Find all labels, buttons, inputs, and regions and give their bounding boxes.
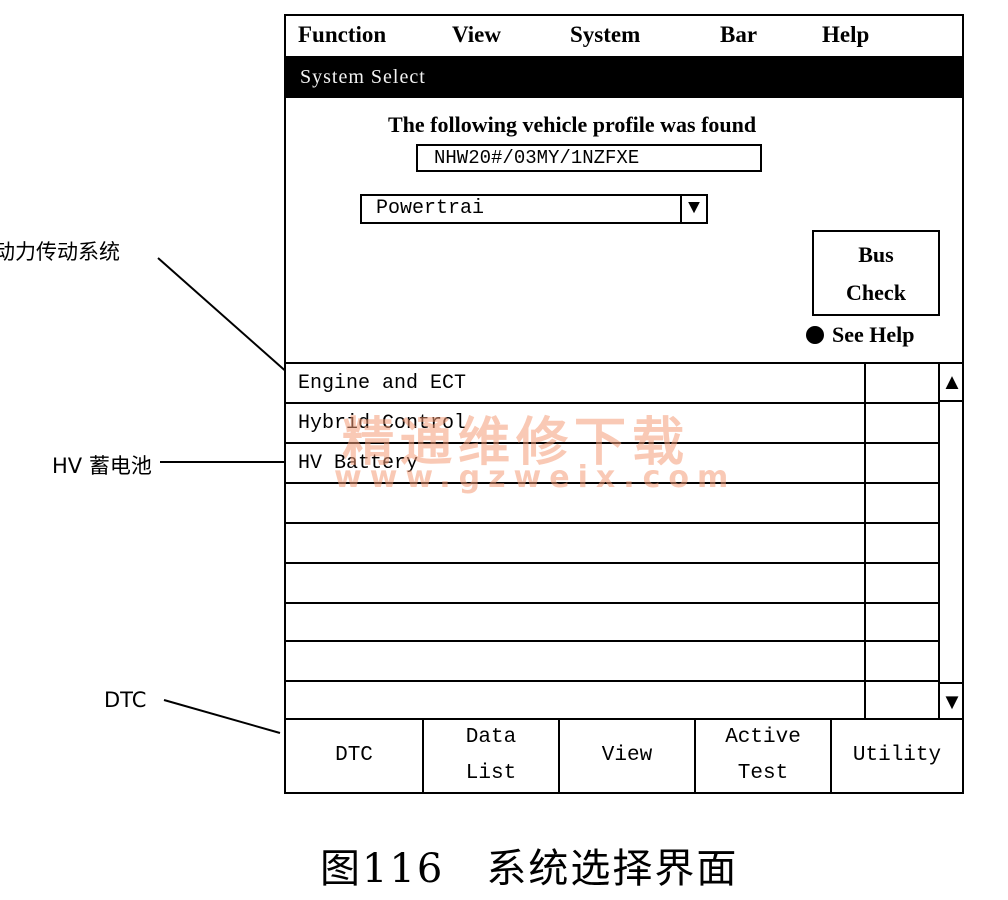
cell-divider: [866, 640, 938, 642]
profile-message: The following vehicle profile was found: [388, 112, 757, 137]
bullet-icon: [806, 326, 824, 344]
menu-bar-item[interactable]: Bar: [720, 22, 758, 47]
menu-system[interactable]: System: [570, 22, 641, 47]
data-list-label-2: List: [465, 762, 517, 785]
row-divider: [286, 562, 864, 564]
function-button-bar: DTC Data List View Active Test Utility: [286, 718, 962, 792]
cell-divider: [866, 402, 938, 404]
leader-dtc: [163, 699, 281, 734]
scroll-down-icon[interactable]: ▼: [940, 682, 964, 718]
dtc-button-label: DTC: [335, 744, 373, 767]
row-divider: [286, 402, 864, 404]
utility-button[interactable]: Utility: [832, 720, 962, 792]
watermark-text: 精通维修下载: [342, 413, 691, 473]
row-divider: [286, 640, 864, 642]
dropdown-selected-value: Powertrai: [376, 197, 485, 220]
scrollbar-divider: [938, 364, 940, 718]
bus-check-button[interactable]: Bus Check: [812, 230, 940, 316]
figure-caption: 图116 系统选择界面: [320, 846, 739, 892]
cell-divider: [866, 442, 938, 444]
see-help-label: See Help: [832, 322, 915, 347]
list-item-engine-ect[interactable]: Engine and ECT: [298, 372, 467, 395]
annotation-powertrain: 动力传动系统: [0, 240, 120, 264]
leader-powertrain: [157, 257, 299, 383]
menu-help[interactable]: Help: [822, 22, 870, 47]
column-divider: [864, 364, 866, 718]
annotation-hv-battery: HV 蓄电池: [52, 454, 152, 478]
row-divider: [286, 602, 864, 604]
window-title-bar: System Select: [286, 56, 962, 98]
active-test-label-1: Active: [725, 726, 801, 749]
view-button[interactable]: View: [560, 720, 696, 792]
utility-button-label: Utility: [852, 744, 942, 767]
menu-function[interactable]: Function: [298, 22, 387, 47]
row-divider: [286, 442, 864, 444]
scroll-up-icon[interactable]: ▲: [941, 369, 963, 394]
bus-check-label-1: Bus: [858, 242, 894, 267]
row-divider: [286, 522, 864, 524]
cell-divider: [866, 562, 938, 564]
active-test-label-2: Test: [737, 762, 789, 785]
view-button-label: View: [601, 744, 653, 767]
cell-divider: [866, 602, 938, 604]
vehicle-profile-field: NHW20#/03MY/1NZFXE: [416, 144, 762, 172]
list-item-hybrid-control[interactable]: Hybrid Control: [298, 412, 467, 435]
data-list-label-1: Data: [465, 726, 517, 749]
dtc-button[interactable]: DTC: [286, 720, 424, 792]
system-list: Engine and ECT Hybrid Control HV Battery…: [286, 362, 964, 718]
system-group-dropdown[interactable]: Powertrai ▼: [360, 194, 708, 224]
active-test-button[interactable]: Active Test: [696, 720, 832, 792]
bus-check-label-2: Check: [846, 280, 906, 305]
menu-view[interactable]: View: [452, 22, 501, 47]
tester-window: Function View System Bar Help System Sel…: [284, 14, 964, 794]
row-divider: [286, 482, 864, 484]
data-list-button[interactable]: Data List: [424, 720, 560, 792]
menu-bar: Function View System Bar Help: [286, 16, 962, 56]
annotation-dtc: DTC: [104, 688, 147, 712]
cell-divider: [866, 680, 938, 682]
watermark-url: www.gzweix.com: [334, 460, 737, 495]
row-divider: [286, 680, 864, 682]
cell-divider: [866, 482, 938, 484]
scroll-track-divider: [940, 400, 964, 402]
list-item-hv-battery[interactable]: HV Battery: [298, 452, 419, 475]
cell-divider: [866, 522, 938, 524]
dropdown-arrow-icon[interactable]: ▼: [680, 196, 706, 222]
see-help-link[interactable]: See Help: [806, 322, 915, 348]
